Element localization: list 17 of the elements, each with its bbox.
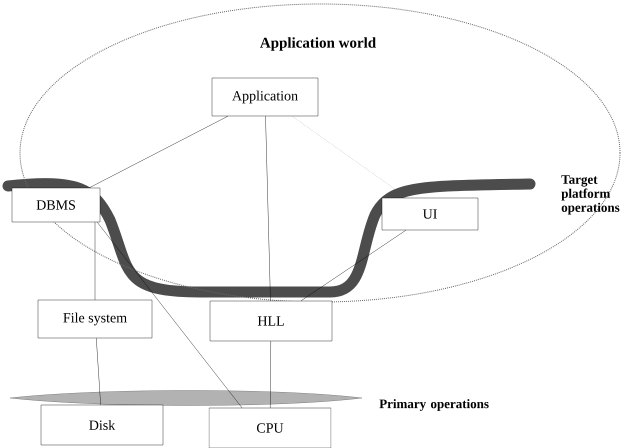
component-box: UI — [382, 198, 478, 230]
component-box: File system — [38, 300, 152, 338]
connector-line — [96, 338, 101, 405]
connector-line — [270, 341, 272, 408]
connector-line — [94, 222, 96, 300]
connector-line — [97, 222, 242, 408]
layer-label: Target platform operations — [561, 175, 620, 214]
connector-line — [292, 116, 408, 198]
connector-line — [300, 230, 406, 301]
component-box: DBMS — [12, 188, 100, 222]
component-box: Application — [212, 78, 318, 116]
connector-line — [265, 116, 271, 301]
component-box: CPU — [208, 408, 332, 448]
connector-line — [89, 116, 228, 188]
component-box: Disk — [40, 404, 164, 446]
layer-label: Primary operations — [379, 399, 489, 411]
component-box: HLL — [210, 300, 332, 342]
